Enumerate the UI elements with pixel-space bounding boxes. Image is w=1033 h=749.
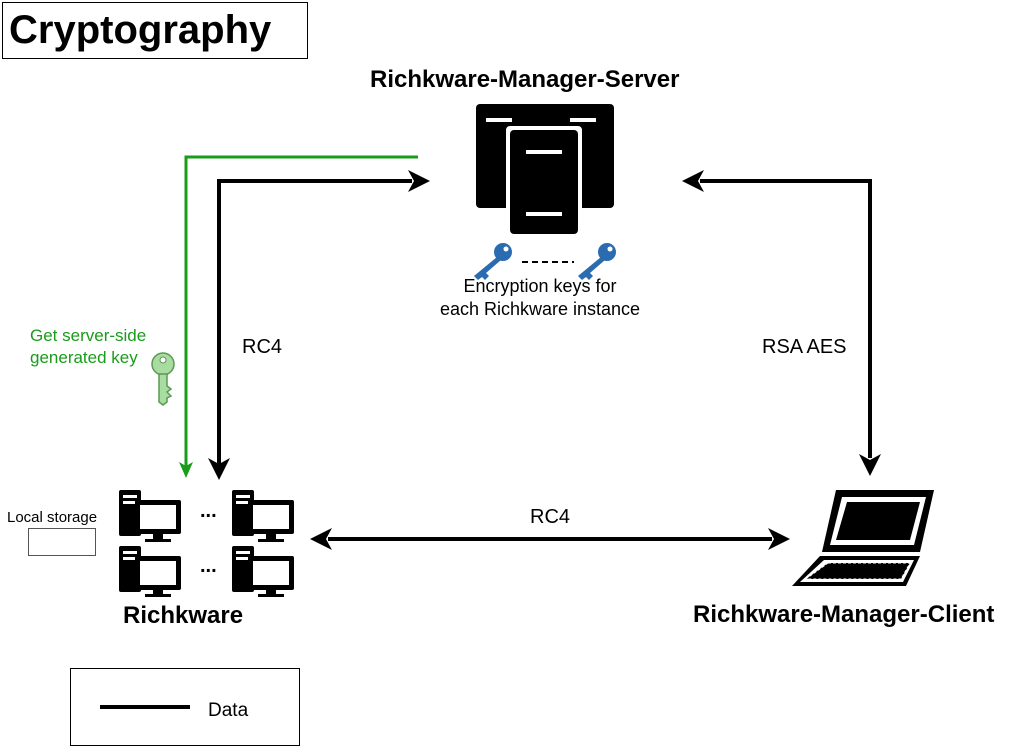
local-storage-label: Local storage bbox=[7, 509, 98, 526]
get-key-line-2: generated key bbox=[30, 348, 138, 367]
get-key-label: Get server-side generated key bbox=[30, 325, 146, 369]
laptop-icon bbox=[792, 490, 934, 586]
keys-caption-line-1: Encryption keys for bbox=[463, 276, 617, 296]
computer-icon-1 bbox=[119, 490, 181, 542]
rsa-aes-arrow bbox=[682, 170, 881, 476]
legend-box bbox=[70, 668, 300, 746]
rc4-server-label: RC4 bbox=[242, 336, 283, 358]
local-storage-box bbox=[28, 528, 96, 556]
computer-icon-3 bbox=[119, 546, 181, 597]
ellipsis-bottom: ... bbox=[200, 555, 217, 577]
diagram-title: Cryptography bbox=[2, 2, 308, 59]
green-key-icon bbox=[151, 352, 175, 406]
legend-label: Data bbox=[208, 700, 249, 721]
server-label: Richkware-Manager-Server bbox=[370, 66, 680, 93]
get-key-line-1: Get server-side bbox=[30, 326, 147, 345]
ellipsis-top: ... bbox=[200, 500, 217, 522]
richkware-label: Richkware bbox=[123, 602, 244, 629]
computer-icon-2 bbox=[232, 490, 294, 542]
keys-caption: Encryption keys for each Richkware insta… bbox=[410, 275, 670, 321]
rc4-server-arrow bbox=[208, 170, 430, 480]
client-label: Richkware-Manager-Client bbox=[693, 601, 995, 628]
green-get-key-arrow bbox=[179, 155, 418, 478]
computer-icon-4 bbox=[232, 546, 294, 597]
rc4-client-label: RC4 bbox=[530, 506, 571, 528]
rc4-client-arrow bbox=[310, 528, 790, 550]
keys-caption-line-2: each Richkware instance bbox=[439, 299, 641, 319]
rsa-aes-label: RSA AES bbox=[762, 336, 847, 358]
blue-key-icon-2 bbox=[578, 243, 616, 280]
server-icon bbox=[476, 104, 614, 236]
blue-key-icon bbox=[474, 243, 512, 280]
